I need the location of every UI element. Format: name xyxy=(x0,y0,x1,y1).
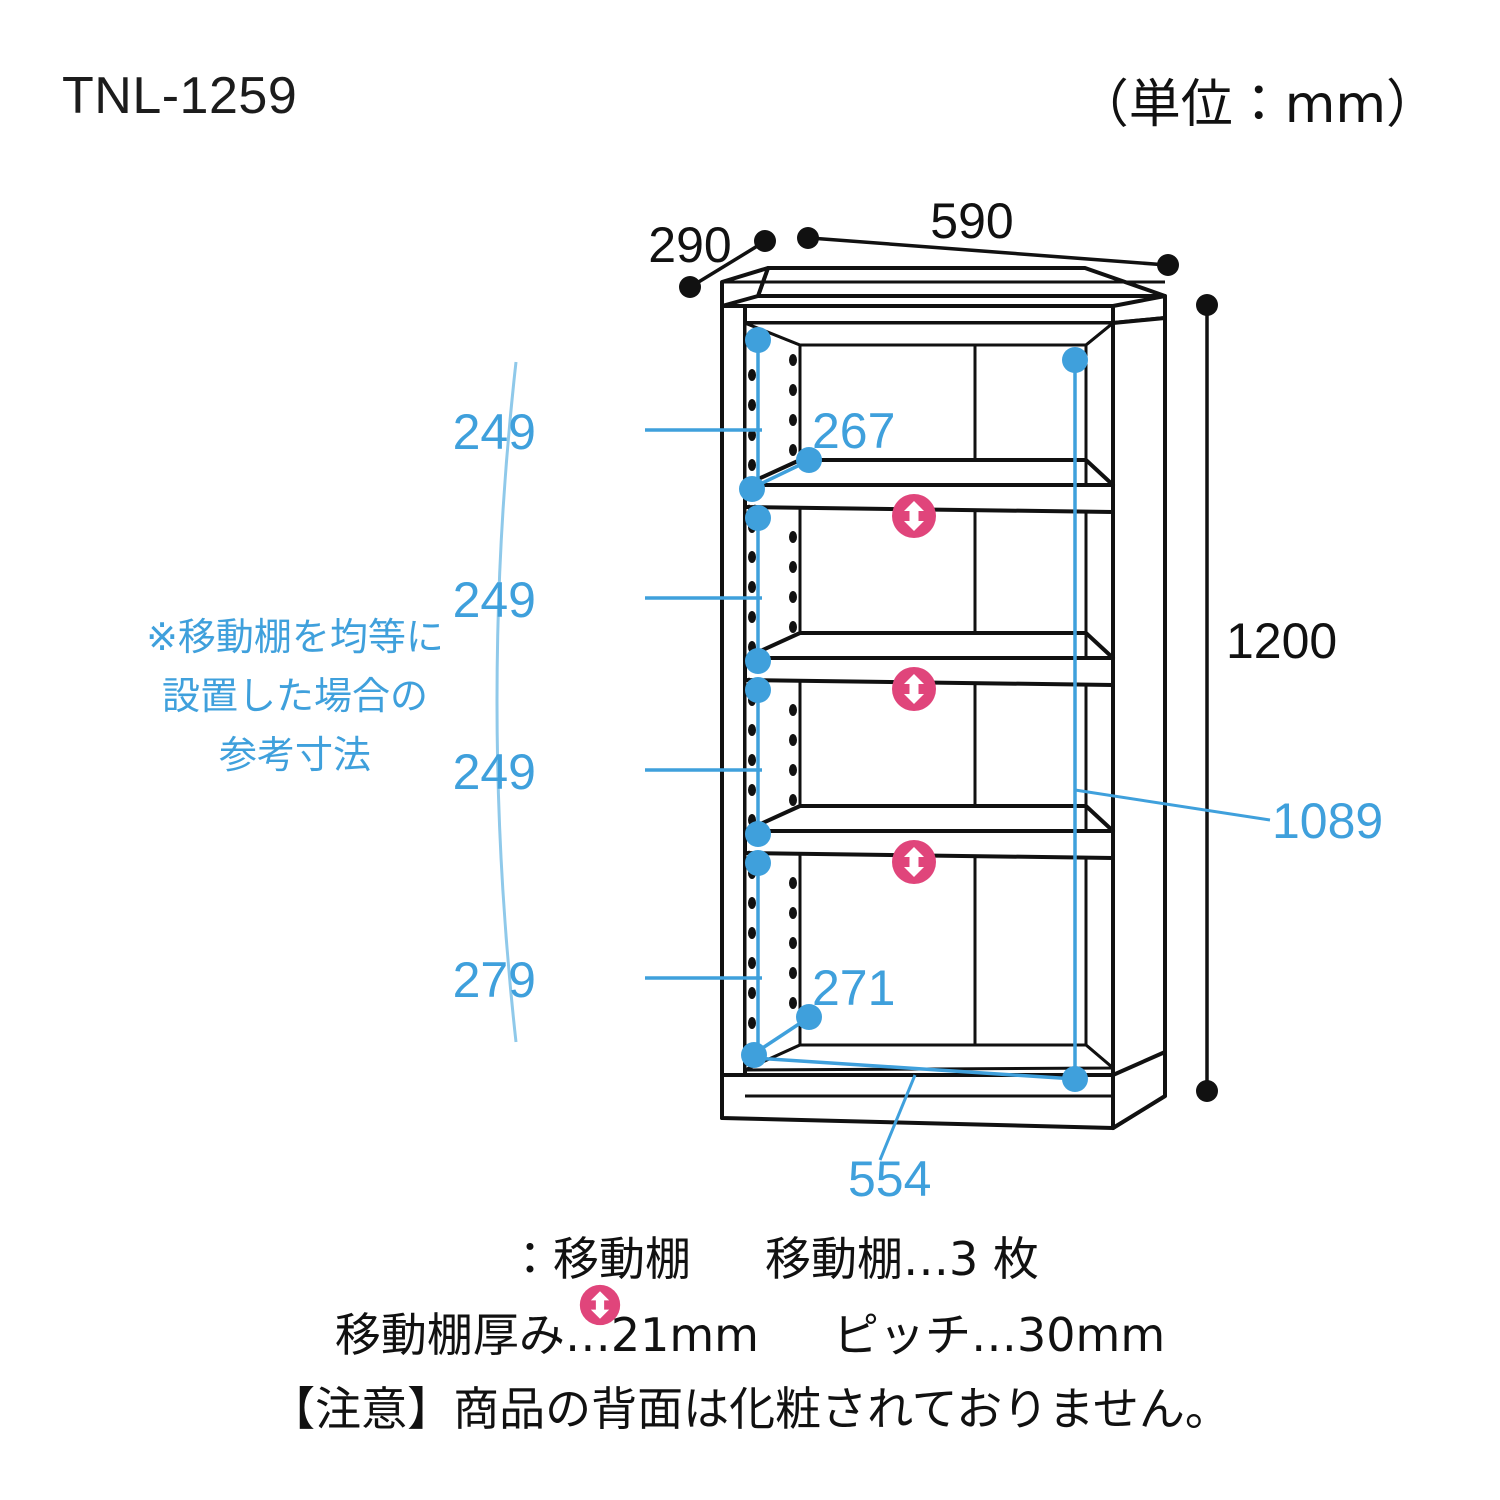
blue-dot-1089-top xyxy=(1062,347,1088,373)
model-number: TNL-1259 xyxy=(62,67,298,125)
label-249-2: 249 xyxy=(453,572,536,628)
base-plinth-front xyxy=(720,1073,1115,1130)
leader-554 xyxy=(878,1074,917,1161)
dim-dot-290-high xyxy=(754,230,776,252)
label-1200: 1200 xyxy=(1226,613,1337,669)
cabinet-body xyxy=(720,266,1167,1130)
label-271: 271 xyxy=(812,960,895,1016)
unit-note: （単位：mm） xyxy=(1076,75,1438,135)
label-554: 554 xyxy=(848,1151,931,1207)
reference-dimension-note: ※移動棚を均等に 設置した場合の 参考寸法 xyxy=(146,615,444,777)
pin-hole-column-back xyxy=(789,354,797,1009)
interior-floor xyxy=(743,1043,1115,1072)
dim-dot-290-low xyxy=(679,276,701,298)
label-290: 290 xyxy=(648,217,731,273)
interior-right-wall-edge xyxy=(1085,321,1114,347)
legend-row-spec: 移動棚厚み…21mm ピッチ…30mm xyxy=(0,1312,1500,1358)
left-side-panel xyxy=(720,304,747,1120)
legend-caution: 【注意】商品の背面は化粧されておりません。 xyxy=(269,1382,1231,1436)
shelf-marker-3 xyxy=(892,840,936,884)
label-249-3: 249 xyxy=(453,744,536,800)
black-dimension-labels: 590 290 1200 xyxy=(648,193,1337,669)
blue-dimension-dots xyxy=(739,327,1088,1092)
label-279: 279 xyxy=(453,952,536,1008)
shelf-group xyxy=(743,458,1115,860)
dim-line-590 xyxy=(809,236,1168,267)
blue-dot-267-a xyxy=(739,476,765,502)
blue-dot-chain-3 xyxy=(745,648,771,674)
legend-pitch: ピッチ…30mm xyxy=(833,1308,1166,1362)
blue-dot-top-left xyxy=(745,327,771,353)
legend-marker-label: ：移動棚 xyxy=(507,1232,692,1286)
label-249-1: 249 xyxy=(453,404,536,460)
black-dimensions xyxy=(679,227,1218,1102)
dim-dot-1200-bottom xyxy=(1196,1080,1218,1102)
blue-dot-chain-5 xyxy=(745,821,771,847)
dim-dot-590-left xyxy=(797,227,819,249)
legend-block: ：移動棚 移動棚…3 枚 移動棚厚み…21mm ピッチ…30mm 【注意】商品の… xyxy=(0,1236,1500,1432)
legend-row-caution: 【注意】商品の背面は化粧されておりません。 xyxy=(0,1386,1500,1432)
blue-dot-1089-bottom xyxy=(1062,1066,1088,1092)
shelf-marker-1 xyxy=(892,494,936,538)
leader-1089 xyxy=(1074,788,1271,822)
interior-ceiling xyxy=(743,321,1115,347)
product-drawing: 249 249 249 279 267 271 554 1089 590 290… xyxy=(453,193,1384,1207)
dim-line-290 xyxy=(691,240,765,288)
blue-line-554 xyxy=(754,1056,1076,1081)
shelf-1 xyxy=(743,458,1115,514)
legend-thickness: 移動棚厚み…21mm xyxy=(334,1308,759,1362)
label-1089: 1089 xyxy=(1272,793,1383,849)
top-panel-left-bevel xyxy=(720,266,770,308)
blue-dot-chain-6 xyxy=(745,850,771,876)
shelf-marker-2 xyxy=(892,667,936,711)
legend-shelf-count: 移動棚…3 枚 xyxy=(765,1232,1039,1286)
blue-dot-271-a xyxy=(741,1042,767,1068)
blue-dot-271-b xyxy=(796,1004,822,1030)
legend-row-marker: ：移動棚 移動棚…3 枚 xyxy=(0,1232,1500,1326)
label-590: 590 xyxy=(930,193,1013,249)
top-panel-front-edge xyxy=(720,304,1115,325)
label-267: 267 xyxy=(812,403,895,459)
shelf-3 xyxy=(743,804,1115,860)
blue-dot-267-b xyxy=(796,447,822,473)
blue-dimension-labels: 249 249 249 279 267 271 554 1089 xyxy=(453,403,1384,1207)
blue-dot-chain-2 xyxy=(745,505,771,531)
adjustable-shelf-icon xyxy=(461,1237,621,1326)
blue-dot-chain-4 xyxy=(745,677,771,703)
base-plinth-right xyxy=(1111,1050,1167,1130)
reference-brace-curve xyxy=(495,361,518,1043)
shelf-2 xyxy=(743,631,1115,687)
right-side-panel xyxy=(1111,316,1167,1130)
dim-dot-1200-top xyxy=(1196,294,1218,316)
dim-dot-590-right xyxy=(1157,254,1179,276)
